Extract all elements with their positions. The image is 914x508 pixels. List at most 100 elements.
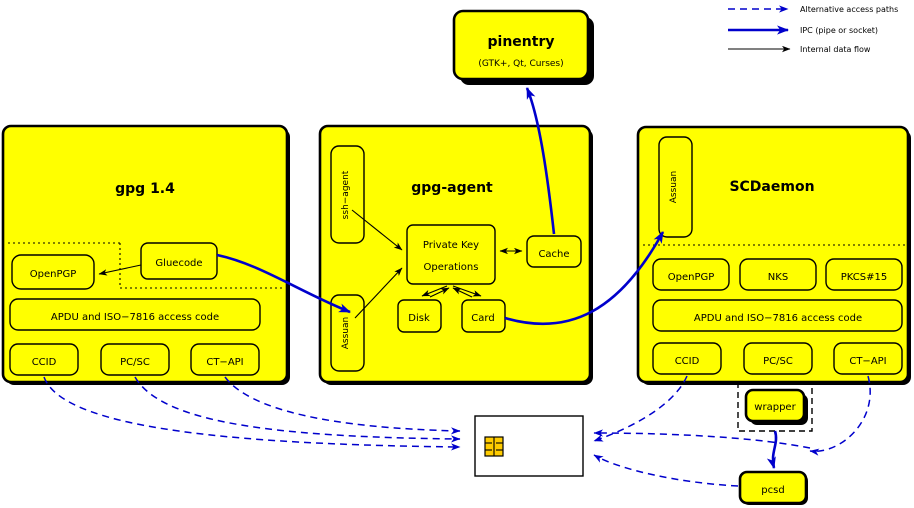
gpg-agent-card-label: Card (471, 313, 494, 324)
wrapper-frame (744, 388, 806, 423)
gpg-openpgp-label: OpenPGP (30, 269, 77, 280)
card-to-private-key-ops-arrow (452, 287, 473, 298)
gpg-apdu-box[interactable]: APDU and ISO−7816 access code (9, 298, 261, 331)
gpg-reader-ccid[interactable]: CCID (9, 343, 79, 376)
private-key-ops-to-card-arrow (452, 285, 482, 297)
gpg-dotted-region (8, 242, 285, 289)
legend-label-alt-path: Alternative access paths (800, 5, 898, 14)
assuan-to-private-key-ops-arrow (354, 267, 403, 319)
pcsd-label: pcsd (761, 485, 784, 496)
gpg-gluecode-frame (140, 242, 218, 280)
gpg-agent-assuan-box[interactable]: Assuan (330, 294, 365, 372)
gpg-title: gpg 1.4 (115, 181, 175, 197)
gpg-reader-pcsc-label: PC/SC (120, 357, 150, 368)
gpg-agent-cache-label: Cache (538, 249, 569, 260)
private-key-ops-to-disk-arrow (421, 285, 448, 297)
pinentry-subtitle: (GTK+, Qt, Curses) (478, 59, 563, 69)
scdaemon-reader-ctapi-frame (833, 342, 903, 375)
disk-to-private-key-ops-arrow (429, 287, 450, 298)
legend-label-ipc: IPC (pipe or socket) (800, 26, 878, 35)
alt-scdaemon-ctapi-to-pcsd-region (809, 375, 871, 456)
gpg-agent-ssh-agent-frame (330, 145, 365, 244)
scdaemon-reader-ctapi-label: CT−API (849, 356, 886, 367)
scdaemon-reader-ccid-label: CCID (675, 356, 700, 367)
scdaemon-reader-ctapi[interactable]: CT−API (833, 342, 903, 375)
alt-scdaemon-ccid-to-smartcard (593, 375, 688, 442)
gpg-reader-ccid-frame (9, 343, 79, 376)
smartcard-chip-icon (484, 436, 504, 457)
scdaemon-assuan-box[interactable]: Assuan (658, 136, 693, 238)
legend: Alternative access paths IPC (pipe or so… (728, 5, 898, 54)
gpg-reader-ctapi[interactable]: CT−API (190, 343, 260, 376)
alt-pcsd-to-smartcard (593, 454, 739, 487)
scdaemon-reader-pcsc-frame (743, 342, 813, 375)
pinentry-box[interactable]: pinentry (GTK+, Qt, Curses) (452, 9, 594, 85)
pcsd-frame (738, 470, 808, 505)
alt-gpg-ctapi-to-smartcard (224, 376, 461, 435)
scdaemon-app-nks-label: NKS (768, 272, 788, 283)
gpg-agent-card-box[interactable]: Card (461, 299, 506, 333)
scdaemon-app-openpgp-label: OpenPGP (668, 272, 715, 283)
gpg-gluecode-label: Gluecode (155, 258, 202, 269)
alt-gpg-ccid-to-smartcard (43, 376, 461, 451)
scdaemon-app-nks[interactable]: NKS (739, 258, 817, 291)
wrapper-group[interactable]: wrapper (737, 381, 813, 432)
gpg-reader-pcsc[interactable]: PC/SC (100, 343, 170, 376)
ipc-wrapper-to-pcsd (766, 430, 778, 469)
gpg-agent-title: gpg-agent (411, 180, 493, 196)
alt-gpg-pcsc-to-smartcard (134, 376, 461, 443)
wrapper-label: wrapper (754, 402, 796, 413)
gpg-agent-cache-box[interactable]: Cache (526, 235, 582, 268)
gpg-component[interactable]: gpg 1.4 Gluecode OpenPGP APDU and ISO−78… (1, 124, 290, 385)
gpg-reader-pcsc-frame (100, 343, 170, 376)
ipc-cache-to-pinentry (525, 87, 556, 235)
scdaemon-component[interactable]: SCDaemon Assuan OpenPGP NKS PKCS#15 APDU… (636, 125, 911, 385)
gpg-agent-cache-frame (526, 235, 582, 268)
smartcard[interactable] (474, 415, 584, 477)
scdaemon-app-pkcs15-label: PKCS#15 (841, 272, 887, 283)
scdaemon-apdu-label: APDU and ISO−7816 access code (694, 313, 862, 324)
pinentry-frame (452, 9, 590, 81)
gpg-apdu-frame (9, 298, 261, 331)
gpg-agent-ssh-agent-box[interactable]: ssh−agent (330, 145, 365, 244)
scdaemon-title: SCDaemon (729, 179, 814, 195)
gpg-agent-card-frame (461, 299, 506, 333)
scdaemon-app-pkcs15-frame (825, 258, 903, 291)
gpg-gluecode-to-openpgp-arrow (98, 264, 142, 276)
gpg-agent-disk-frame (397, 299, 442, 333)
gpg-agent-private-key-ops-line2: Operations (424, 262, 479, 273)
gpg-agent-disk-box[interactable]: Disk (397, 299, 442, 333)
scdaemon-app-nks-frame (739, 258, 817, 291)
gpg-openpgp-box[interactable]: OpenPGP (11, 254, 95, 290)
gpg-reader-ccid-label: CCID (32, 357, 57, 368)
scdaemon-assuan-frame (658, 136, 693, 238)
gpg-agent-assuan-frame (330, 294, 365, 372)
gpg-apdu-label: APDU and ISO−7816 access code (51, 312, 219, 323)
ipc-card-to-scdaemon-assuan (504, 231, 665, 326)
gpg-reader-ctapi-label: CT−API (206, 357, 243, 368)
gpg-agent-private-key-ops-frame (406, 224, 496, 285)
scdaemon-assuan-label: Assuan (669, 171, 679, 203)
gpg-agent-component[interactable]: gpg-agent ssh−agent Assuan Private Key O… (318, 124, 593, 385)
legend-label-internal-flow: Internal data flow (800, 45, 871, 54)
scdaemon-app-openpgp-frame (652, 258, 730, 291)
ssh-agent-to-private-key-ops-arrow (351, 209, 403, 251)
ipc-gluecode-to-gpg-agent-assuan (216, 253, 351, 314)
scdaemon-apdu-frame (652, 299, 903, 332)
scdaemon-app-openpgp[interactable]: OpenPGP (652, 258, 730, 291)
scdaemon-reader-pcsc-label: PC/SC (763, 356, 793, 367)
gpg-agent-ssh-agent-label: ssh−agent (341, 170, 351, 219)
scdaemon-apdu-box[interactable]: APDU and ISO−7816 access code (652, 299, 903, 332)
scdaemon-app-pkcs15[interactable]: PKCS#15 (825, 258, 903, 291)
gpg-reader-ctapi-frame (190, 343, 260, 376)
scdaemon-reader-ccid[interactable]: CCID (652, 342, 722, 375)
scdaemon-reader-pcsc[interactable]: PC/SC (743, 342, 813, 375)
gpg-agent-private-key-ops-box[interactable]: Private Key Operations (406, 224, 496, 285)
gpg-agent-assuan-label: Assuan (341, 317, 351, 349)
pinentry-title: pinentry (488, 34, 555, 50)
pcsd-box[interactable]: pcsd (738, 470, 808, 505)
gpg-agent-private-key-ops-line1: Private Key (423, 240, 479, 251)
gpg-openpgp-frame (11, 254, 95, 290)
gpg-gluecode-box[interactable]: Gluecode (140, 242, 218, 280)
